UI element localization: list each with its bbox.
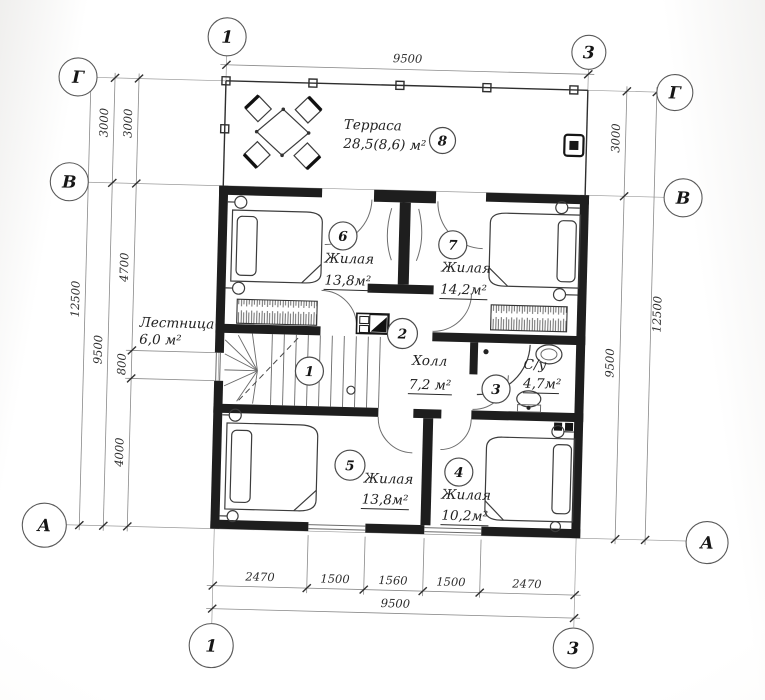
dimensions-right: 3000 9500 12500 <box>602 86 665 545</box>
terrace-table-set <box>242 94 323 171</box>
window-room5 <box>308 524 366 531</box>
dim-left-4000: 4000 <box>112 437 127 468</box>
room-number-living5: 5 <box>345 458 355 474</box>
dimensions-bottom: 2470 1500 1560 1500 2470 9500 <box>206 535 581 623</box>
stair-break-line <box>238 337 299 401</box>
sink-icon <box>535 344 563 365</box>
bed-room4 <box>484 436 576 523</box>
room-area-living7: 14,2м² <box>440 281 487 298</box>
room-area-hall: 7,2 м² <box>409 377 452 394</box>
room-label-bath: С/у <box>523 357 546 374</box>
lamp-icon <box>231 281 246 295</box>
dim-right-12500: 12500 <box>650 296 665 333</box>
room-label-stairs: Лестница <box>138 315 214 333</box>
pillow-room5 <box>229 429 253 504</box>
dim-bottom-2470-r: 2470 <box>511 576 542 591</box>
dim-left-800: 800 <box>114 353 129 375</box>
terrace-door-right-leaf <box>415 208 423 262</box>
room-number-living6: 6 <box>338 229 348 245</box>
room-area-bath: 4,7м² <box>522 376 561 393</box>
lamp-icon <box>234 195 248 209</box>
pillow-room6 <box>235 215 258 277</box>
lamp-icon <box>549 520 562 533</box>
axis-v-left: В <box>61 173 77 193</box>
dim-right-3000: 3000 <box>608 123 623 153</box>
room-number-bath: 3 <box>491 382 501 398</box>
room6-door-arc <box>321 289 358 328</box>
window-room4 <box>424 527 482 534</box>
window-stairs <box>215 352 221 381</box>
room-living4: 4 Жилая 10,2м² <box>440 425 576 533</box>
dim-left-12500: 12500 <box>68 280 83 317</box>
bed-room6 <box>230 209 323 284</box>
socket-icons <box>553 422 574 432</box>
room-label-living7: Жилая <box>440 259 491 276</box>
room-label-hall: Холл <box>411 353 447 370</box>
dim-right-9500: 9500 <box>602 348 617 378</box>
wardrobe-room6 <box>236 298 318 326</box>
room-stairs: 1 Лестница 6,0 м² <box>138 315 381 408</box>
lamp-icon <box>552 288 567 302</box>
room-number-living4: 4 <box>454 465 464 481</box>
dim-left-4700: 4700 <box>117 252 132 283</box>
wardrobe-room7 <box>490 304 568 333</box>
dim-top-9500: 9500 <box>393 51 423 66</box>
room-label-living5: Жилая <box>363 471 414 488</box>
terrace-posts <box>219 75 579 134</box>
toilet-icon <box>516 390 542 413</box>
dim-left-3000-mid: 3000 <box>96 108 111 138</box>
dim-bottom-9500: 9500 <box>381 596 411 611</box>
room-area-living4: 10,2м² <box>441 508 488 525</box>
axis-g-right: Г <box>668 83 683 103</box>
room-area-living5: 13,8м² <box>362 492 409 509</box>
room-area-living6: 13,8м² <box>324 272 371 289</box>
room-label-living4: Жилая <box>440 487 491 504</box>
room-number-stairs: 1 <box>304 364 314 380</box>
bed-room7 <box>488 212 582 289</box>
walls <box>210 185 590 539</box>
axis-circles: 1 3 1 3 Г В А Г В А <box>21 17 729 669</box>
dim-bottom-1560: 1560 <box>378 573 408 588</box>
dimensions-top: 9500 <box>220 51 595 79</box>
pillow-room4 <box>551 444 573 515</box>
boiler-icon <box>355 312 390 335</box>
room-number-living7: 7 <box>448 238 458 254</box>
axis-1-bottom: 1 <box>205 636 217 656</box>
room-living7: 7 Жилая 14,2м² <box>438 201 582 333</box>
dim-bottom-1500-r: 1500 <box>436 574 466 589</box>
room-number-terrace: 8 <box>438 133 448 149</box>
lamp-icon <box>226 510 239 523</box>
axis-1-top: 1 <box>221 28 233 48</box>
room-area-terrace: 28,5(8,6) м² <box>342 136 426 154</box>
room-number-hall: 2 <box>397 326 408 342</box>
pillow-room7 <box>556 220 577 283</box>
room-area-stairs: 6,0 м² <box>139 332 182 349</box>
bed-room5 <box>224 422 319 512</box>
terrace-door-left-leaf <box>386 208 393 261</box>
dim-bottom-2470-l: 2470 <box>244 569 275 584</box>
dim-bottom-1500-l: 1500 <box>320 571 350 586</box>
dimensions-left: 12500 3000 9500 3000 4700 800 4000 <box>68 72 215 532</box>
dim-left-3000-inner: 3000 <box>120 108 135 138</box>
room-label-living6: Жилая <box>323 250 374 267</box>
room-bath: 3 С/у 4,7м² <box>476 344 574 432</box>
dim-left-9500: 9500 <box>91 335 106 365</box>
room-living5: 5 Жилая 13,8м² <box>219 408 414 523</box>
axis-3-top: 3 <box>583 43 596 63</box>
axis-g-left: Г <box>71 68 86 88</box>
room7-door-arc <box>432 294 472 332</box>
room4-door-arc <box>440 419 472 451</box>
room-label-terrace: Терраса <box>344 117 402 135</box>
axis-a-right: А <box>698 533 714 553</box>
terrace: Терраса 28,5(8,6) м² 8 <box>219 75 589 196</box>
axis-v-right: В <box>675 189 691 209</box>
room5-door-arc <box>377 416 413 454</box>
axis-3-bottom: 3 <box>567 639 580 659</box>
axis-a-left: А <box>35 516 51 536</box>
electrical-panel-icon <box>563 133 585 158</box>
room-living6: 6 Жилая 13,8м² <box>225 195 374 326</box>
room-hall: 2 Холл 7,2 м² <box>355 312 452 396</box>
